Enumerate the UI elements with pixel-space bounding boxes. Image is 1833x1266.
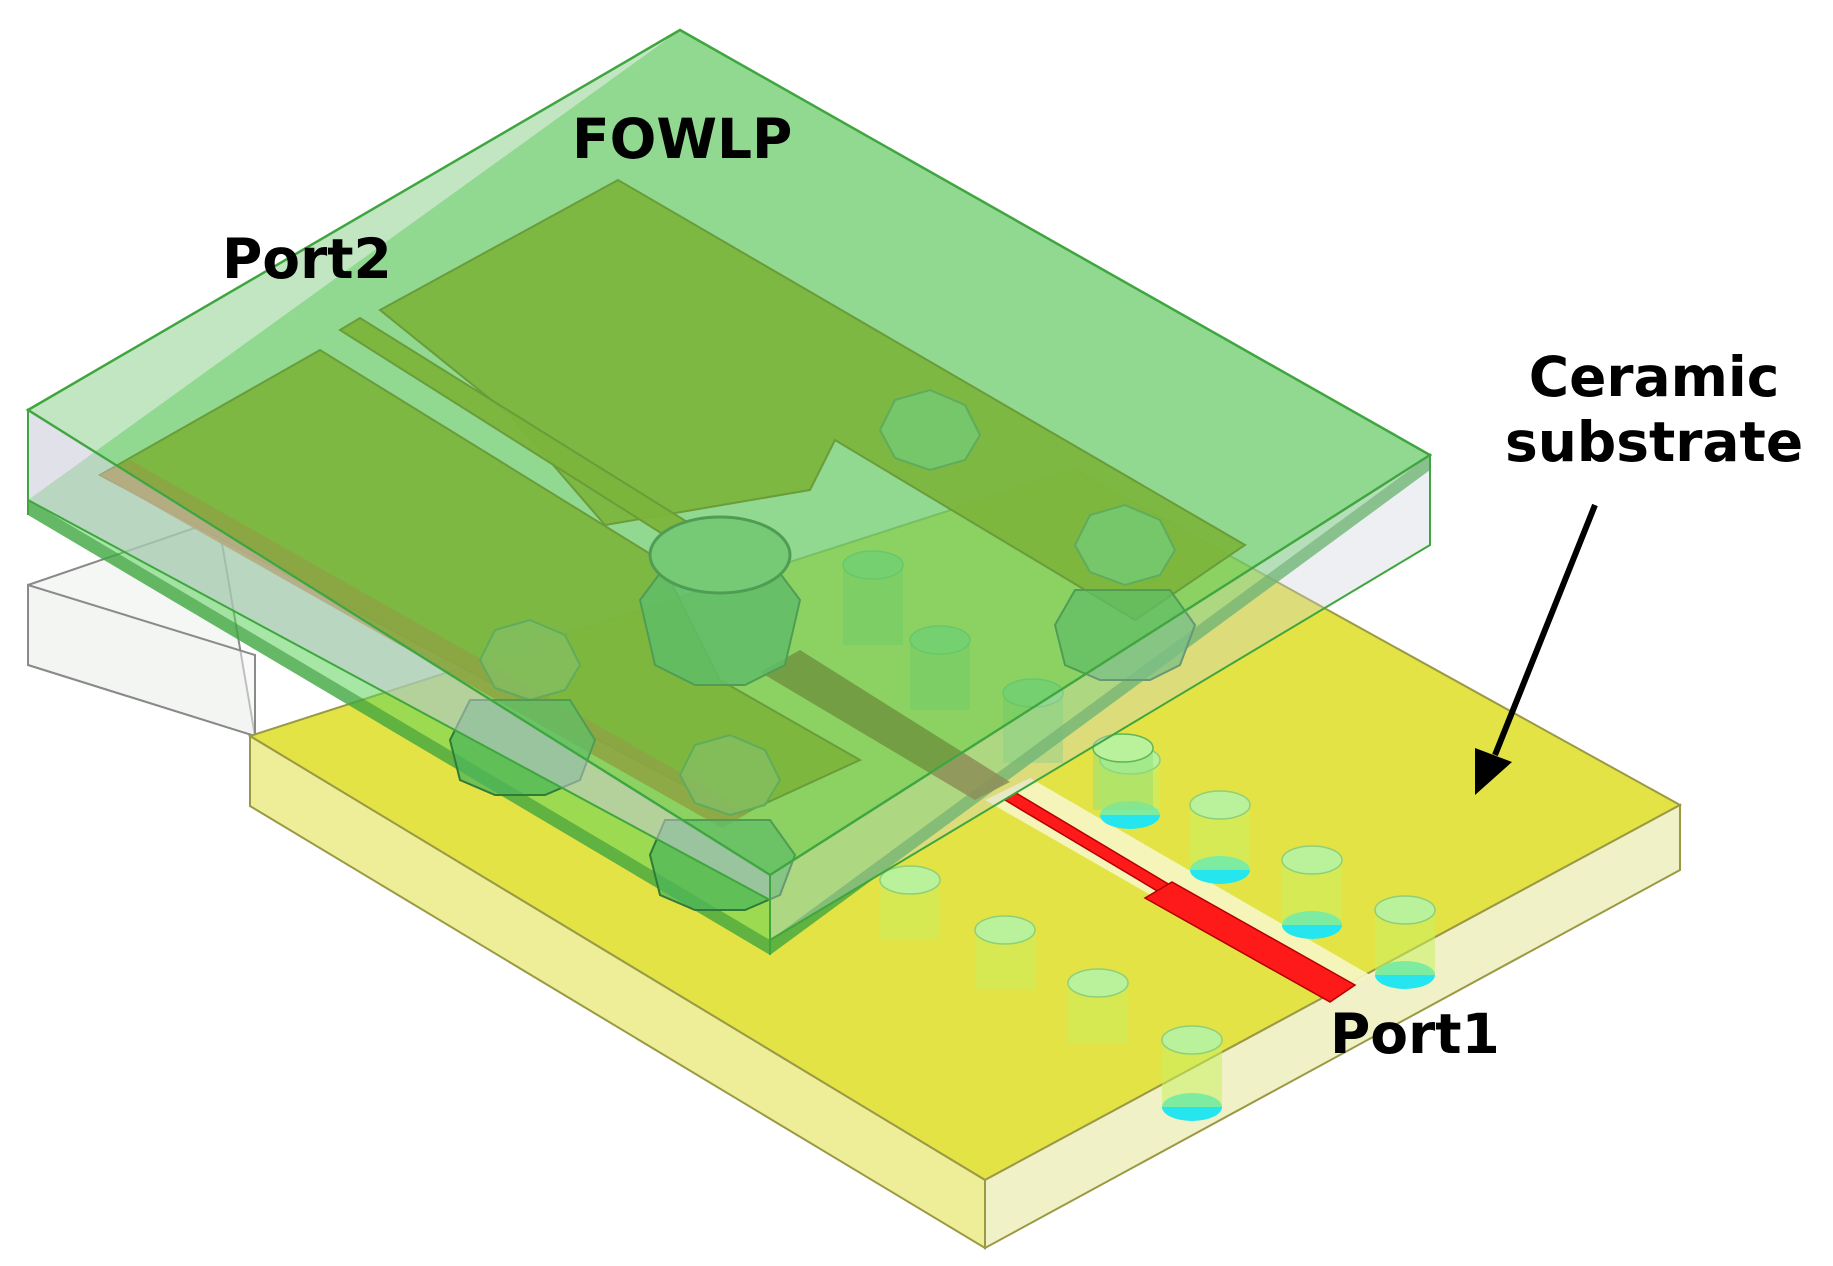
via — [1374, 895, 1436, 989]
ceramic-right-face — [984, 803, 1681, 1250]
pad-octagon — [1073, 503, 1177, 587]
via — [1281, 845, 1343, 939]
fowlp-right-face — [770, 455, 1430, 955]
arrow-head — [1475, 748, 1512, 795]
pad-octagon — [678, 733, 782, 817]
ceramic-substrate-label: Ceramic substrate — [1505, 345, 1803, 475]
port1-label: Port1 — [1330, 1002, 1500, 1066]
pad-octagon — [478, 618, 582, 702]
feed-line — [1003, 792, 1357, 1003]
via — [1067, 968, 1129, 1043]
ceramic-label-line2: substrate — [1505, 409, 1804, 474]
ceramic-label-line1: Ceramic — [1528, 345, 1780, 409]
feed-line-wide — [1143, 881, 1357, 1003]
solder-bump — [638, 515, 802, 686]
via — [879, 865, 941, 940]
via — [1092, 733, 1154, 810]
ceramic-pointer-arrow — [1475, 503, 1598, 795]
via — [974, 915, 1036, 990]
pad-octagon — [878, 388, 982, 472]
fowlp-front-face — [28, 500, 770, 955]
fowlp-label: FOWLP — [572, 107, 793, 171]
via — [1189, 790, 1251, 884]
solder-bump — [1053, 589, 1197, 681]
fowlp-package — [25, 28, 1433, 955]
via — [1161, 1025, 1223, 1121]
port2-label: Port2 — [222, 227, 392, 291]
